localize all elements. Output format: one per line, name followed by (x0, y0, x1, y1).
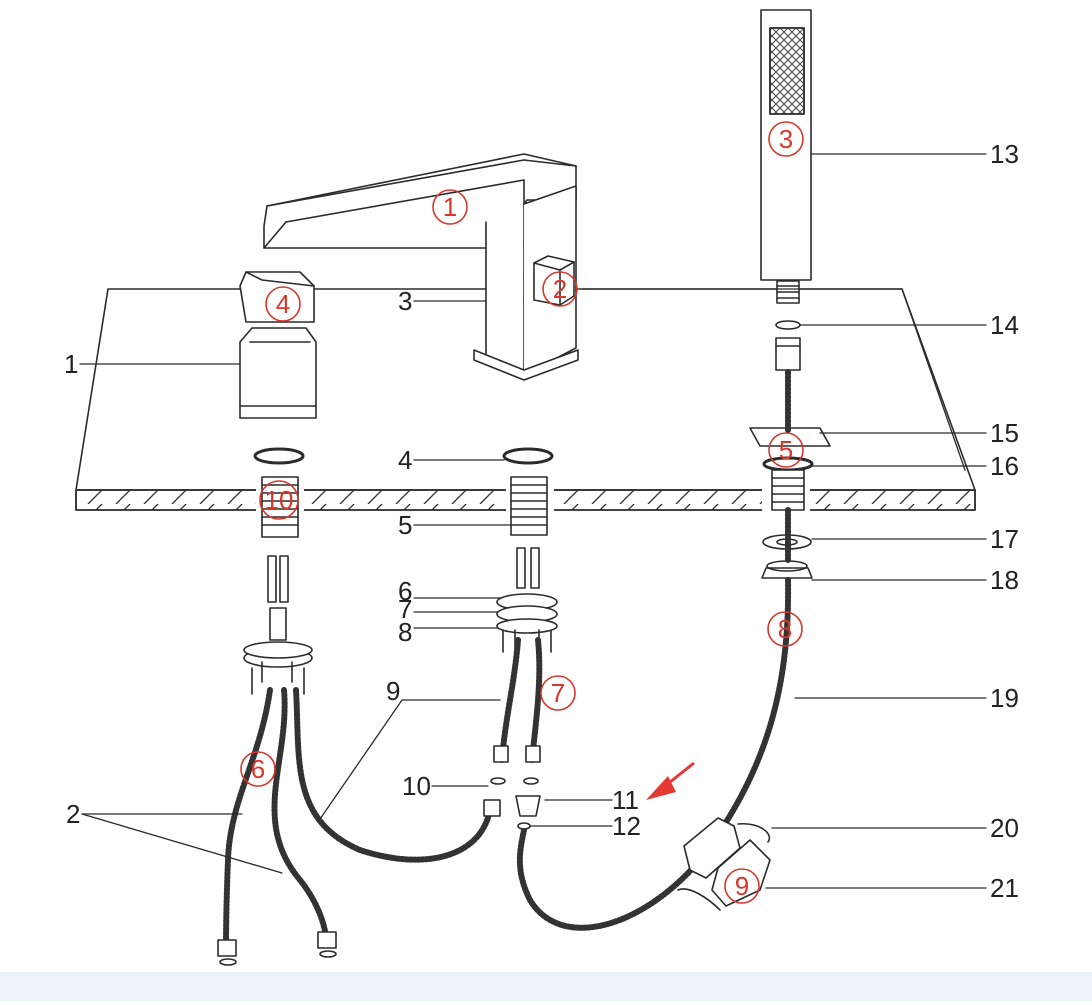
label-15: 15 (990, 418, 1019, 448)
circle-text-1: 1 (443, 192, 457, 222)
label-17: 17 (990, 524, 1019, 554)
circled-label-texts: 1 2 3 4 5 6 7 8 9 10 (251, 124, 793, 901)
label-16: 16 (990, 451, 1019, 481)
circle-4 (265, 286, 301, 322)
label-6: 6 (398, 576, 412, 606)
label-2: 2 (66, 799, 80, 829)
hose-left-2 (271, 687, 329, 943)
circle-text-9: 9 (735, 871, 749, 901)
spout (263, 153, 579, 381)
circle-1 (432, 189, 468, 225)
label-5: 5 (398, 510, 412, 540)
left-riser-assembly (243, 447, 313, 695)
label-8: 8 (398, 617, 412, 647)
label-11: 11 (612, 785, 639, 815)
circle-text-7: 7 (551, 678, 565, 708)
circle-8 (767, 611, 803, 647)
circle-text-10: 10 (265, 485, 294, 515)
mixer-valve (239, 271, 317, 419)
label-1: 1 (64, 349, 78, 379)
label-9: 9 (386, 676, 400, 706)
circle-text-6: 6 (251, 754, 265, 784)
label-3: 3 (398, 286, 412, 316)
label-10: 10 (402, 771, 431, 801)
circle-6 (240, 751, 276, 787)
circle-3 (768, 121, 804, 157)
circle-text-4: 4 (276, 289, 290, 319)
circle-9 (724, 868, 760, 904)
hose-left-1 (223, 687, 273, 953)
label-19: 19 (990, 683, 1019, 713)
circle-5 (768, 432, 804, 468)
circle-7 (540, 675, 576, 711)
red-arrow (646, 761, 695, 800)
shower-hose (516, 369, 792, 931)
circle-text-8: 8 (778, 614, 792, 644)
circle-text-2: 2 (553, 274, 567, 304)
label-4: 4 (398, 445, 412, 475)
diverter-valve (677, 817, 771, 911)
circle-2 (542, 271, 578, 307)
label-7: 7 (398, 594, 412, 624)
circled-labels (240, 121, 804, 904)
leader-lines (79, 153, 987, 889)
label-12: 12 (612, 811, 641, 841)
hose-left-3 (293, 687, 493, 863)
label-21: 21 (990, 873, 1019, 903)
label-18: 18 (990, 565, 1019, 595)
label-14: 14 (990, 310, 1019, 340)
footer-band (0, 972, 1092, 1001)
number-labels: 1 2 3 4 5 6 7 8 9 10 11 12 13 14 15 16 1… (64, 139, 1019, 903)
hose-mid-2 (529, 637, 543, 763)
circle-text-3: 3 (779, 124, 793, 154)
middle-riser-assembly (496, 447, 558, 653)
label-13: 13 (990, 139, 1019, 169)
circle-10 (259, 480, 299, 520)
label-20: 20 (990, 813, 1019, 843)
circle-text-5: 5 (779, 435, 793, 465)
hose-mid-1 (499, 637, 521, 763)
